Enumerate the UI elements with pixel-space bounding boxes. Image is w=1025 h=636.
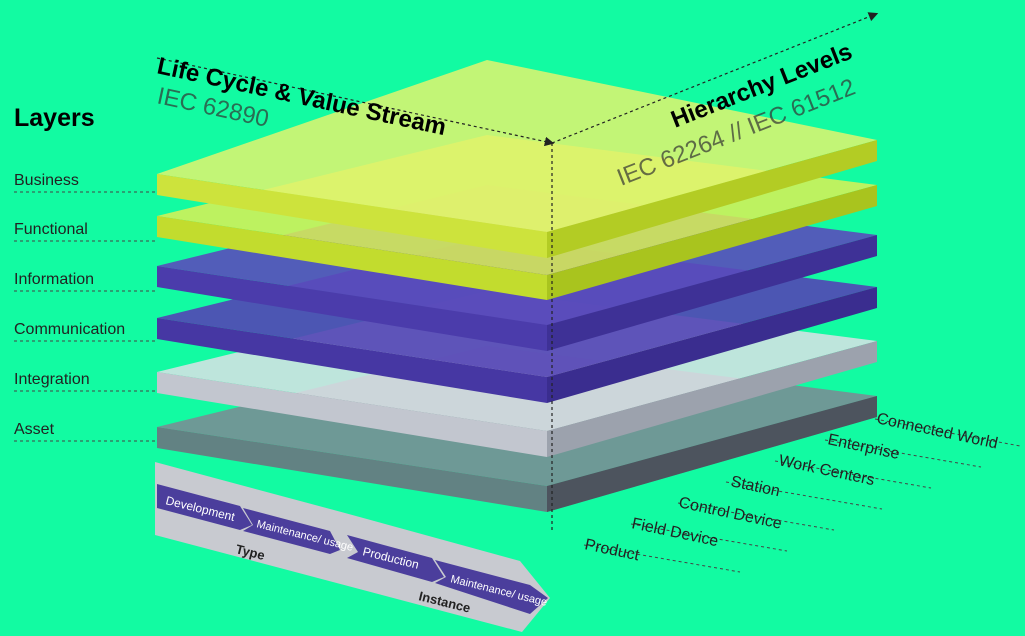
layer-label-information: Information — [14, 271, 95, 288]
layer-label-business: Business — [14, 172, 79, 189]
layer-label-communication: Communication — [14, 321, 126, 338]
type-label: Type — [234, 541, 266, 563]
hierarchy-work-centers: Work Centers — [777, 452, 876, 489]
layers-title: Layers — [14, 104, 95, 132]
hierarchy-product: Product — [583, 536, 641, 564]
layer-label-functional: Functional — [14, 221, 88, 238]
layer-label-asset: Asset — [14, 421, 55, 438]
axis-lines — [156, 12, 879, 530]
lifecycle-band — [155, 462, 550, 632]
layer-label-integration: Integration — [14, 371, 90, 388]
hierarchy-enterprise: Enterprise — [826, 431, 901, 463]
hierarchy-leader-lines — [583, 418, 1021, 573]
hierarchy-field-device: Field Device — [630, 515, 720, 550]
hierarchy-station: Station — [729, 473, 781, 500]
layer-business — [157, 60, 877, 258]
